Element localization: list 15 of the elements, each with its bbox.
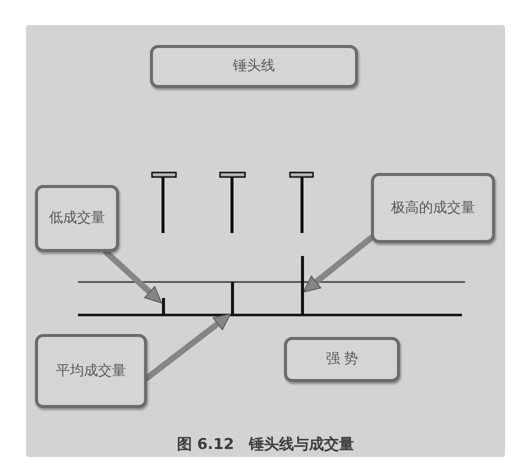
box-label: 极高的成交量	[391, 200, 475, 216]
arrow	[103, 249, 164, 306]
volume-bar	[230, 282, 234, 315]
box-label: 强 势	[326, 351, 358, 368]
rounded-box	[150, 45, 358, 88]
box-label: 低成交量	[49, 210, 105, 227]
rounded-box	[371, 173, 495, 243]
rounded-box	[35, 185, 119, 252]
rounded-box	[284, 337, 400, 382]
box-label: 锤头线	[233, 58, 275, 75]
volume-bar	[162, 298, 164, 315]
volume-bar	[300, 256, 304, 315]
rounded-box	[35, 334, 147, 408]
figure-caption: 图 6.12 锤头线与成交量	[176, 435, 354, 453]
box-label: 平均成交量	[56, 362, 126, 380]
